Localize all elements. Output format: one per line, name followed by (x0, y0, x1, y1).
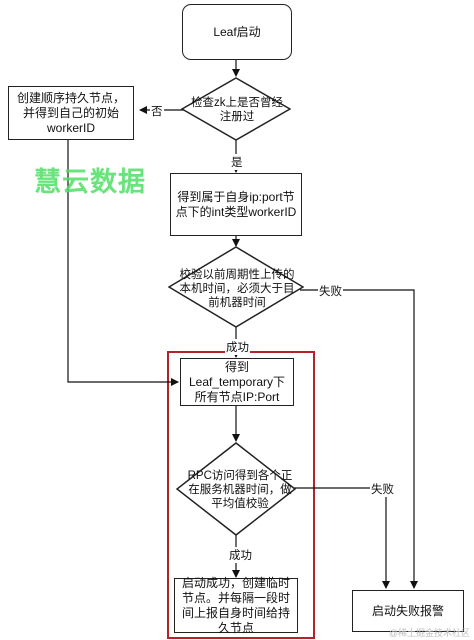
get-temporary-box: 得到Leaf_temporary下所有节点IP:Port (180, 358, 294, 406)
start-fail-box: 启动失败报警 (352, 590, 464, 632)
edge-label-success-1: 成功 (225, 339, 250, 355)
rpc-check-label: RPC访问得到各个正在服务机器时间，做平均值校验 (187, 470, 293, 510)
start-fail-label: 启动失败报警 (371, 603, 444, 618)
create-node-box: 创建顺序持久节点，并得到自己的初始workerID (8, 86, 134, 140)
footer-credit: @稀土掘金技术社区 (388, 628, 470, 638)
edge-label-fail-2: 失败 (370, 481, 395, 497)
verify-time-label: 校验以前周期性上传的本机时间，必须大于目前机器时间 (179, 269, 295, 309)
check-zk-label: 检查zk上是否曾经注册过 (191, 97, 283, 123)
edge-label-yes: 是 (230, 154, 244, 170)
start-success-box: 启动成功，创建临时节点。并每隔一段时间上报自身时间给持久节点 (174, 575, 298, 635)
verify-time-diamond (168, 246, 304, 328)
start-label: Leaf启动 (213, 24, 261, 39)
start-success-label: 启动成功，创建临时节点。并每隔一段时间上报自身时间给持久节点 (181, 575, 290, 635)
rpc-check-diamond (176, 442, 296, 536)
edge-label-fail-1: 失败 (318, 283, 343, 299)
start-node: Leaf启动 (182, 4, 292, 60)
edge-label-success-2: 成功 (228, 547, 253, 563)
watermark: 慧云数据 (34, 167, 146, 197)
edge-label-no: 否 (150, 103, 164, 119)
get-temporary-label: 得到Leaf_temporary下所有节点IP:Port (188, 359, 286, 404)
check-zk-diamond (181, 77, 291, 141)
get-own-ip-label: 得到属于自身ip:port节点下的int类型workerID (175, 189, 297, 219)
create-node-label: 创建顺序持久节点，并得到自己的初始workerID (16, 90, 125, 135)
get-own-ip-box: 得到属于自身ip:port节点下的int类型workerID (170, 173, 302, 236)
